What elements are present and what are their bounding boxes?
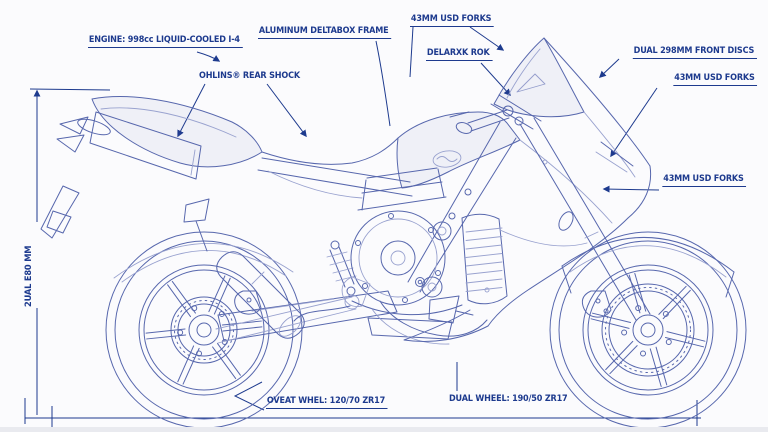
bike-line-art <box>40 37 747 429</box>
label-steering: DELARXK ROK <box>426 48 493 61</box>
label-forks-upper-right: 43MM USD FORKS <box>672 73 757 86</box>
label-seat-height: 2UAL E80 MM <box>24 245 34 307</box>
tail-section <box>40 96 413 252</box>
rear-shock-drawing <box>326 240 357 296</box>
ground-strip <box>0 427 768 432</box>
label-front-wheel-spec: OVEAT WHEL: 120/70 ZR17 <box>266 396 388 409</box>
label-frame: ALUMINUM DELTABOX FRAME <box>258 26 392 39</box>
label-forks-top: 43MM USD FORKS <box>410 14 495 27</box>
rear-fender <box>113 242 294 283</box>
label-engine-spec: ENGINE: 998cc LIQUID-COOLED I-4 <box>88 35 243 48</box>
brake-calipers <box>234 290 612 318</box>
leader-lines <box>177 26 660 411</box>
exhaust-muffler <box>216 251 351 339</box>
radiator <box>461 213 508 305</box>
label-rear-shock: OHLINS® REAR SHOCK <box>199 71 300 81</box>
front-forks <box>519 117 735 321</box>
swingarm <box>215 290 398 344</box>
label-forks-lower-right: 43MM USD FORKS <box>661 174 746 187</box>
front-fairing <box>403 37 652 342</box>
label-front-discs: DUAL 298MM FRONT DISCS <box>632 46 757 59</box>
dimension-lines <box>24 88 701 432</box>
engine-drawing <box>341 167 488 345</box>
front-wheel-drawing <box>549 231 747 429</box>
label-rear-wheel-spec: DUAL WHEEL: 190/50 ZR17 <box>449 394 568 404</box>
